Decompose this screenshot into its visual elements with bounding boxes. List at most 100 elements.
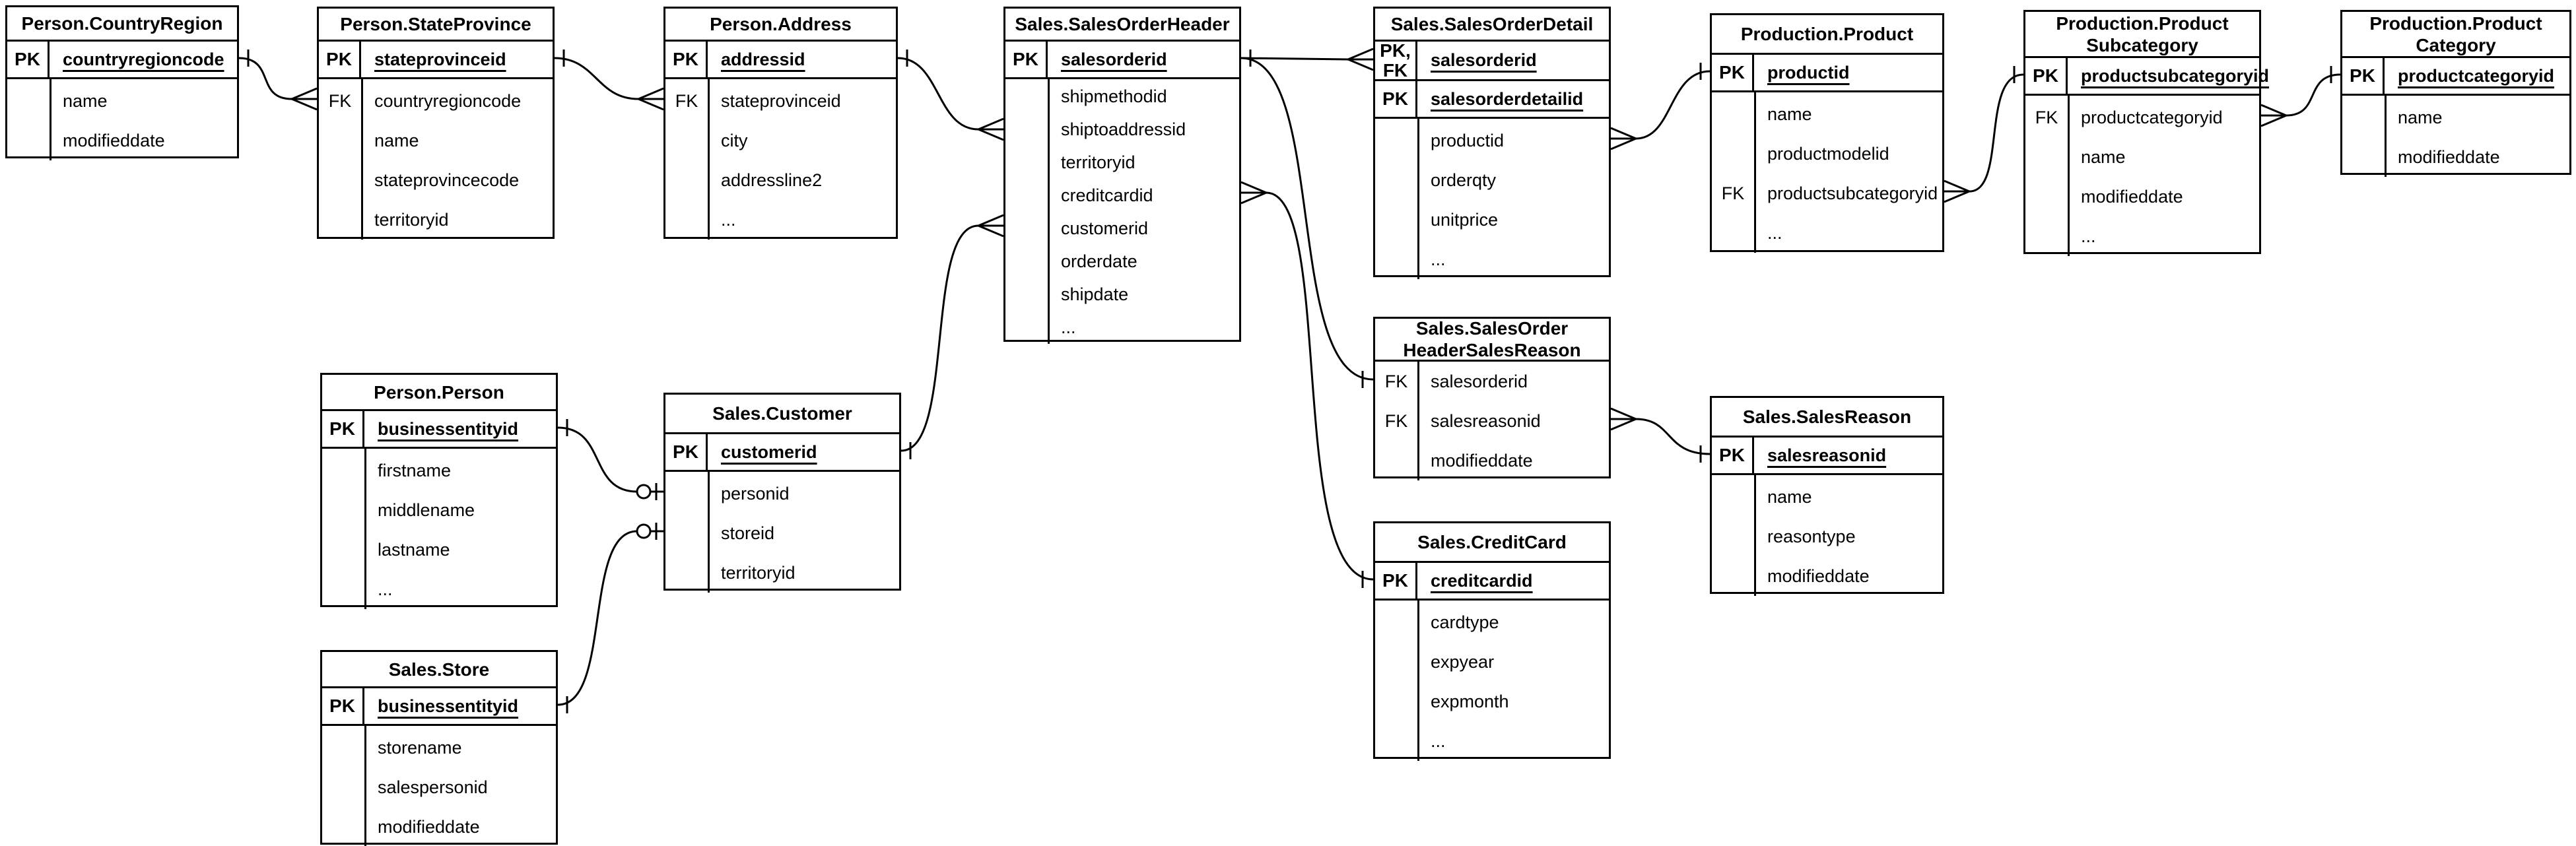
- attribute-row: name: [1712, 94, 1942, 134]
- entity-title-line: HeaderSalesReason: [1403, 340, 1581, 360]
- key-attribute-name: countryregioncode: [63, 49, 224, 69]
- attribute-row: modifieddate: [1375, 441, 1609, 480]
- key-column-divider: [361, 79, 363, 240]
- relationship-line: [1635, 418, 1711, 455]
- attribute-name: name: [1767, 104, 1812, 124]
- attribute-row: shipdate: [1005, 278, 1239, 311]
- rel-customer-salesorderheader: [900, 214, 1004, 459]
- foreign-key-indicator: FK: [1384, 371, 1408, 391]
- attribute-name: ...: [1767, 222, 1782, 243]
- attribute-name: salesreasonid: [1431, 410, 1541, 431]
- attribute-row: ...: [322, 569, 556, 609]
- zero-circle-marker: [636, 484, 652, 500]
- key-attribute-name: salesorderdetailid: [1431, 88, 1584, 109]
- attribute-name: city: [721, 130, 748, 150]
- attribute-row: orderdate: [1005, 245, 1239, 278]
- key-indicator: PK: [1375, 81, 1417, 117]
- attribute-name: stateprovincecode: [374, 170, 520, 190]
- attribute-row: name: [2342, 98, 2569, 137]
- rel-salesorderheader-salesorderheadersalesreason: [1240, 57, 1374, 388]
- attribute-row: storeid: [665, 513, 899, 553]
- attribute-row: modifieddate: [2025, 177, 2259, 216]
- attribute-row: orderqty: [1375, 160, 1609, 200]
- attribute-row: modifieddate: [2342, 137, 2569, 177]
- crow-foot-marker: [2260, 104, 2287, 127]
- key-attribute-name: addressid: [721, 49, 805, 69]
- attribute-row: reasontype: [1712, 517, 1942, 556]
- entity-title: Sales.CreditCard: [1375, 523, 1609, 563]
- attribute-name: cardtype: [1431, 612, 1499, 632]
- entity-title: Sales.SalesOrderDetail: [1375, 9, 1609, 42]
- attribute-row: name: [7, 81, 237, 121]
- attribute-name: expmonth: [1431, 691, 1509, 711]
- foreign-key-indicator: FK: [1384, 410, 1408, 431]
- attribute-name: shipmethodid: [1061, 86, 1167, 106]
- attribute-name: addressline2: [721, 170, 823, 190]
- key-indicator: PK: [2342, 58, 2385, 94]
- key-attribute-name: creditcardid: [1431, 570, 1533, 591]
- entity-title: Sales.Customer: [665, 395, 899, 434]
- entity-title-line: Person.StateProvince: [340, 14, 531, 34]
- rel-salesorderdetail-product: [1610, 63, 1711, 150]
- entity-title-line: Sales.SalesOrderDetail: [1390, 14, 1594, 34]
- attribute-name: reasontype: [1767, 526, 1856, 546]
- attribute-row: ...: [665, 200, 896, 240]
- attribute-name: productid: [1431, 130, 1505, 150]
- key-column-divider: [1754, 475, 1756, 596]
- attribute-name: salespersonid: [378, 777, 488, 797]
- attribute-name: storeid: [721, 523, 775, 543]
- rel-salesorderheader-creditcard: [1240, 181, 1374, 588]
- attribute-name: productsubcategoryid: [1767, 183, 1938, 203]
- attribute-name: ...: [1431, 731, 1446, 751]
- key-attribute-row: PK salesreasonid: [1712, 438, 1942, 475]
- attribute-name: modifieddate: [1767, 566, 1870, 586]
- attribute-row: shiptoaddressid: [1005, 113, 1239, 146]
- attribute-name: ...: [378, 579, 393, 599]
- attribute-row: expmonth: [1375, 682, 1609, 721]
- key-indicator: PK: [319, 42, 361, 77]
- key-attribute-name: salesreasonid: [1767, 445, 1887, 465]
- attribute-name: ...: [2081, 226, 2096, 246]
- attribute-name: territoryid: [374, 209, 449, 230]
- attribute-name: salesorderid: [1431, 371, 1528, 391]
- key-attribute-name: businessentityid: [378, 696, 519, 716]
- attribute-name: name: [1767, 486, 1812, 507]
- entity-title: Person.Address: [665, 9, 896, 42]
- crow-foot-marker: [1610, 127, 1637, 150]
- rel-stateprovince-address: [554, 49, 664, 111]
- attribute-name: name: [374, 130, 419, 150]
- attribute-name: orderqty: [1431, 170, 1497, 190]
- key-indicator: PK: [1375, 563, 1417, 599]
- key-column-divider: [708, 79, 710, 240]
- crow-foot-marker: [1240, 181, 1267, 205]
- key-indicator: PK: [1712, 438, 1754, 473]
- attribute-row: cardtype: [1375, 602, 1609, 642]
- relationship-line: [557, 426, 638, 493]
- attribute-row: expyear: [1375, 642, 1609, 682]
- attribute-row: FK salesorderid: [1375, 362, 1609, 401]
- entity-title-line: Sales.CreditCard: [1417, 532, 1567, 552]
- key-column-divider: [1417, 119, 1419, 279]
- attribute-name: modifieddate: [2081, 186, 2183, 207]
